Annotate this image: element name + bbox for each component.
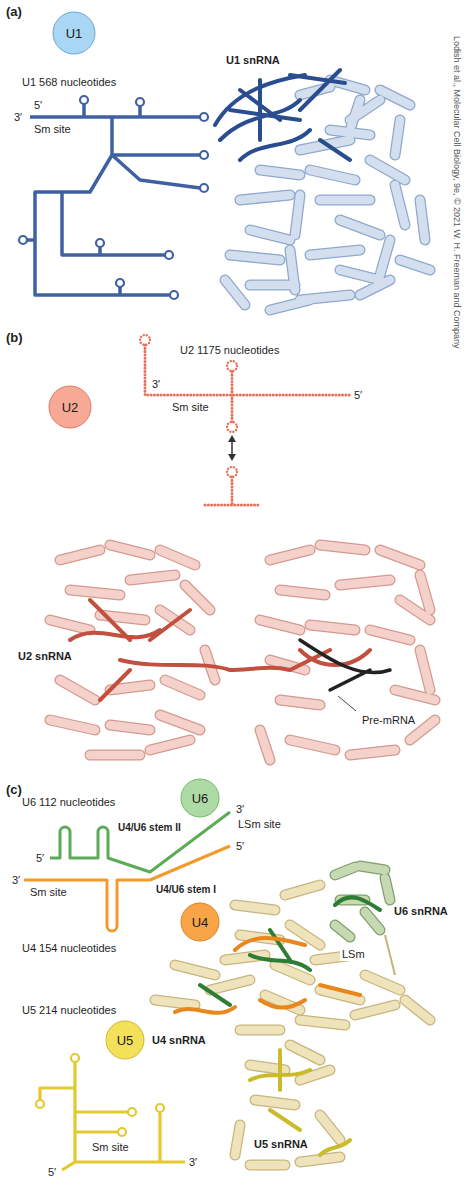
rna-loop <box>118 1128 126 1136</box>
u1-snrna-ribbon <box>215 70 350 160</box>
pre-mrna-ribbon <box>300 640 390 690</box>
rna-loop <box>156 1104 164 1112</box>
binding-site-label: Sm site <box>92 1141 129 1154</box>
snrnp-circle: U5 <box>105 1020 145 1060</box>
rna-loop <box>96 239 104 247</box>
circle-shape <box>181 903 219 941</box>
rna-loop <box>116 279 124 287</box>
snrnp-name: U2 <box>62 400 79 415</box>
circle-shape <box>181 779 219 817</box>
rna-loop <box>170 291 178 299</box>
u6-secondary-structure <box>50 812 230 872</box>
nucleotide-count: U5 214 nucleotides <box>22 1004 116 1017</box>
nucleotide-count: U1 568 nucleotides <box>22 76 116 89</box>
double-arrow-shaft <box>231 440 233 456</box>
circle-shape <box>53 12 95 54</box>
snrnp-name: U1 <box>66 26 83 41</box>
structure-label: U5 snRNA <box>252 1138 310 1151</box>
rna-loop <box>136 98 144 106</box>
u4-secondary-structure <box>24 846 230 931</box>
tether <box>385 935 395 975</box>
credit-line: Lodish et al., Molecular Cell Biology, 9… <box>451 36 462 349</box>
rna-loop <box>200 151 208 159</box>
snrnp-circle: U4 <box>180 902 220 942</box>
structure-label: Pre-mRNA <box>360 714 417 727</box>
structure-label: U1 snRNA <box>226 54 280 67</box>
arrowhead <box>228 454 236 461</box>
snrnp-circle: U1 <box>52 11 96 55</box>
circle-shape <box>106 1021 144 1059</box>
end-label: 3′ <box>14 111 22 124</box>
rna-loop <box>227 467 237 477</box>
rna-loop <box>227 422 237 432</box>
protein-helix <box>50 545 435 760</box>
rna-loop <box>128 1108 136 1116</box>
structure-label: U6 snRNA <box>392 905 450 918</box>
binding-site-label: Sm site <box>172 401 209 414</box>
u6-snrna-ribbon <box>200 897 380 1005</box>
end-label: 5′ <box>36 852 44 865</box>
u1-secondary-structure <box>27 104 200 295</box>
u4-snrna-ribbon <box>175 938 360 1013</box>
nucleotide-count: U2 1175 nucleotides <box>180 344 279 357</box>
protein-helix <box>155 885 430 1165</box>
end-label: 5′ <box>236 840 244 853</box>
panel-letter: (b) <box>6 330 23 345</box>
u5-secondary-structure <box>40 1062 185 1170</box>
rna-loop <box>200 184 208 192</box>
rna-loop <box>165 251 173 259</box>
u5-snrna-ribbon <box>250 1050 350 1155</box>
rna-loop <box>80 96 88 104</box>
rna-loop <box>200 113 208 121</box>
rna-loop <box>19 236 27 244</box>
circle-shape <box>49 386 91 428</box>
snrnp-circle: U2 <box>48 385 92 429</box>
snrnp-name: U5 <box>117 1033 134 1048</box>
u2-loops <box>140 335 237 477</box>
binding-site-label: LSm site <box>238 818 281 831</box>
protein-helix-outline <box>50 545 435 760</box>
end-label: 5′ <box>354 389 362 402</box>
panel-letter: (a) <box>6 4 22 19</box>
end-label: 3′ <box>189 1156 197 1169</box>
structure-label: LSm <box>340 948 367 961</box>
nucleotide-count: U4 154 nucleotides <box>22 942 116 955</box>
snrnp-name: U4 <box>192 915 209 930</box>
binding-site-label: Sm site <box>34 123 71 136</box>
rna-loop <box>71 1054 79 1062</box>
rna-loop <box>227 361 237 371</box>
u1-loops <box>19 96 208 299</box>
stem-label: U4/U6 stem II <box>118 822 181 834</box>
end-label: 3′ <box>12 874 20 887</box>
u2-secondary-structure <box>145 345 350 505</box>
end-label: 3′ <box>152 378 160 391</box>
stem-label: U4/U6 stem I <box>156 884 216 896</box>
u2-snrna-ribbon <box>70 600 370 700</box>
rna-loop <box>140 335 150 345</box>
arrowhead <box>228 435 236 442</box>
protein-helix-outline <box>155 885 430 1165</box>
binding-site-label: Sm site <box>30 886 67 899</box>
nucleotide-count: U6 112 nucleotides <box>22 796 115 809</box>
snrnp-circle: U6 <box>180 778 220 818</box>
u5-loops <box>36 1054 164 1136</box>
snrnp-name: U6 <box>192 791 209 806</box>
panel-letter: (c) <box>6 782 22 797</box>
end-label: 5′ <box>48 1166 56 1179</box>
structure-label: U2 snRNA <box>16 650 74 663</box>
structure-label: U4 snRNA <box>150 1034 208 1047</box>
rna-loop <box>36 1100 44 1108</box>
end-label: 5′ <box>34 99 42 112</box>
end-label: 3′ <box>236 803 244 816</box>
leader-line <box>338 696 356 711</box>
